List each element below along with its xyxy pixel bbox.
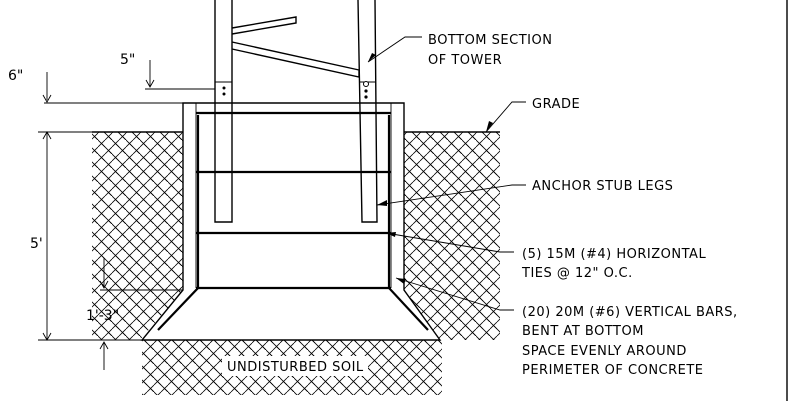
tower-leg-left [214,0,233,223]
leader-grade-arrowhead [486,121,493,132]
vertical-bar-right [387,115,429,331]
leader-tower-arrowhead [368,53,376,62]
label-vbars-line4: PERIMETER OF CONCRETE [522,363,704,378]
label-soil: UNDISTURBED SOIL [227,360,364,375]
dim-6in-arrowhead [42,94,52,103]
leader-vbars [395,277,514,311]
leader-anchor-arrowhead [377,200,387,206]
dim-1ft3-arrowhead [99,280,109,289]
vertical-bar-left [157,115,200,331]
label-ties-line2: TIES @ 12" O.C. [521,266,633,281]
soil-label-backdrop [222,356,368,376]
dim-5ft-label: 5' [30,236,43,252]
soil-hatch-left [92,132,183,340]
label-ties-line1: (5) 15M (#4) HORIZONTAL [522,247,706,262]
dim-6in-label: 6" [8,68,23,84]
label-vbars-line1: (20) 20M (#6) VERTICAL BARS, [522,305,738,320]
dim-5ft-arrowhead-top [42,131,52,140]
bolt-holes [222,81,369,99]
label-anchor: ANCHOR STUB LEGS [532,179,673,194]
label-tower-line1: BOTTOM SECTION [428,33,552,48]
concrete-foundation [140,102,442,341]
leader-vbars-arrowhead [396,278,406,284]
soil-hatch-right [404,132,500,340]
concrete-inner-outline [195,103,392,288]
dim-1ft3-label: 1'-3" [86,308,119,324]
dim-5in-label: 5" [120,52,135,68]
label-grade: GRADE [532,97,580,112]
tower-brace-top [231,16,297,35]
leader-tower [367,36,422,63]
label-tower-line2: OF TOWER [428,53,502,68]
dim-5in-arrowhead [145,79,155,88]
tower-leg-right [357,0,378,223]
label-vbars-line2: BENT AT BOTTOM [522,324,644,339]
leader-ties [385,232,514,253]
label-vbars-line3: SPACE EVENLY AROUND [522,344,687,359]
dim-1ft3-arrowhead-lower [99,341,109,350]
leader-anchor [376,184,526,206]
leader-grade [485,101,526,133]
leader-ties-arrowhead [386,232,396,237]
tower-brace-diagonal [231,41,360,78]
